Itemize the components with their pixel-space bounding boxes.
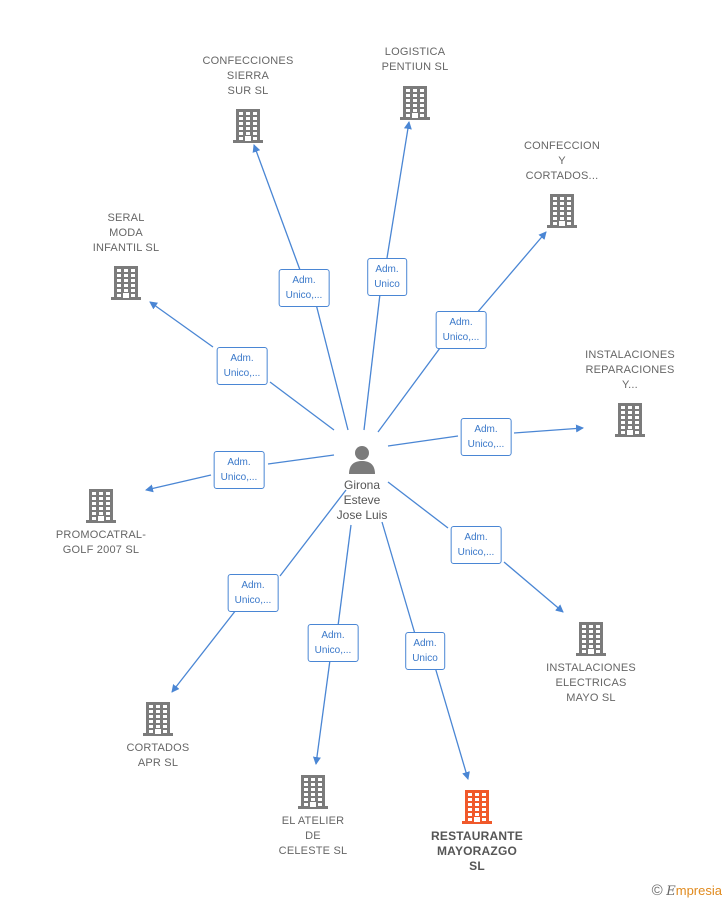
relation-label[interactable]: Adm. Unico,...: [213, 451, 265, 489]
company-name: CORTADOS APR SL: [126, 742, 190, 769]
edge-arrow: [386, 121, 412, 259]
edge-segment-inner: [377, 347, 441, 433]
company-name: RESTAURANTE MAYORAZGO SL: [431, 829, 523, 873]
edge-segment-inner: [337, 524, 352, 627]
brand-initial: E: [666, 884, 676, 899]
person-icon: [349, 446, 375, 474]
relation-label[interactable]: Adm. Unico: [367, 258, 407, 296]
edge-arrow: [149, 301, 214, 348]
copyright-symbol: ©: [651, 882, 663, 899]
company-name: INSTALACIONES ELECTRICAS MAYO SL: [546, 662, 636, 704]
edge-arrow: [252, 144, 301, 271]
company-name: SERAL MODA INFANTIL SL: [92, 212, 160, 254]
building-icon: [615, 403, 645, 437]
edge-segment-inner: [315, 303, 349, 431]
building-icon: [462, 790, 492, 824]
building-icon: [576, 622, 606, 656]
edge-arrow: [171, 609, 237, 693]
building-icon: [298, 775, 328, 809]
company-name: INSTALACIONES REPARACIONES Y...: [585, 349, 675, 391]
relation-label[interactable]: Adm. Unico,...: [216, 347, 268, 385]
building-icon: [233, 109, 263, 143]
edge-segment-inner: [267, 454, 335, 465]
edge-arrow: [513, 424, 584, 434]
person-name: Girona Esteve Jose Luis: [336, 478, 388, 522]
company-name: CONFECCION Y CORTADOS...: [524, 140, 600, 182]
edge-segment-inner: [269, 381, 335, 431]
edge-segment-inner: [387, 435, 459, 447]
edge-segment-inner: [381, 521, 416, 635]
building-icon: [547, 194, 577, 228]
relation-label[interactable]: Adm. Unico,...: [278, 269, 330, 307]
edge-arrow: [145, 474, 212, 493]
edge-arrow: [503, 561, 564, 613]
building-icon: [111, 266, 141, 300]
relation-label[interactable]: Adm. Unico,...: [307, 624, 359, 662]
company-name: EL ATELIER DE CELESTE SL: [278, 815, 348, 857]
edge-arrow: [434, 666, 470, 780]
company-name: CONFECCIONES SIERRA SUR SL: [202, 55, 294, 97]
relation-label[interactable]: Adm. Unico,...: [435, 311, 487, 349]
footer-brand: © Empresia: [652, 882, 722, 899]
brand-name: mpresia: [675, 883, 722, 898]
edge-arrow: [475, 231, 547, 315]
relation-label[interactable]: Adm. Unico,...: [227, 574, 279, 612]
relation-label[interactable]: Adm. Unico,...: [450, 526, 502, 564]
company-name: PROMOCATRAL- GOLF 2007 SL: [55, 529, 147, 556]
edge-segment-inner: [363, 293, 381, 431]
company-name: LOGISTICA PENTIUN SL: [381, 46, 449, 73]
building-icon: [143, 702, 173, 736]
relation-label[interactable]: Adm. Unico: [405, 632, 445, 670]
building-icon: [400, 86, 430, 120]
building-icon: [86, 489, 116, 523]
edge-segment-inner: [387, 481, 449, 529]
edge-segment-inner: [279, 489, 347, 577]
relation-label[interactable]: Adm. Unico,...: [460, 418, 512, 456]
edge-arrow: [312, 659, 331, 765]
